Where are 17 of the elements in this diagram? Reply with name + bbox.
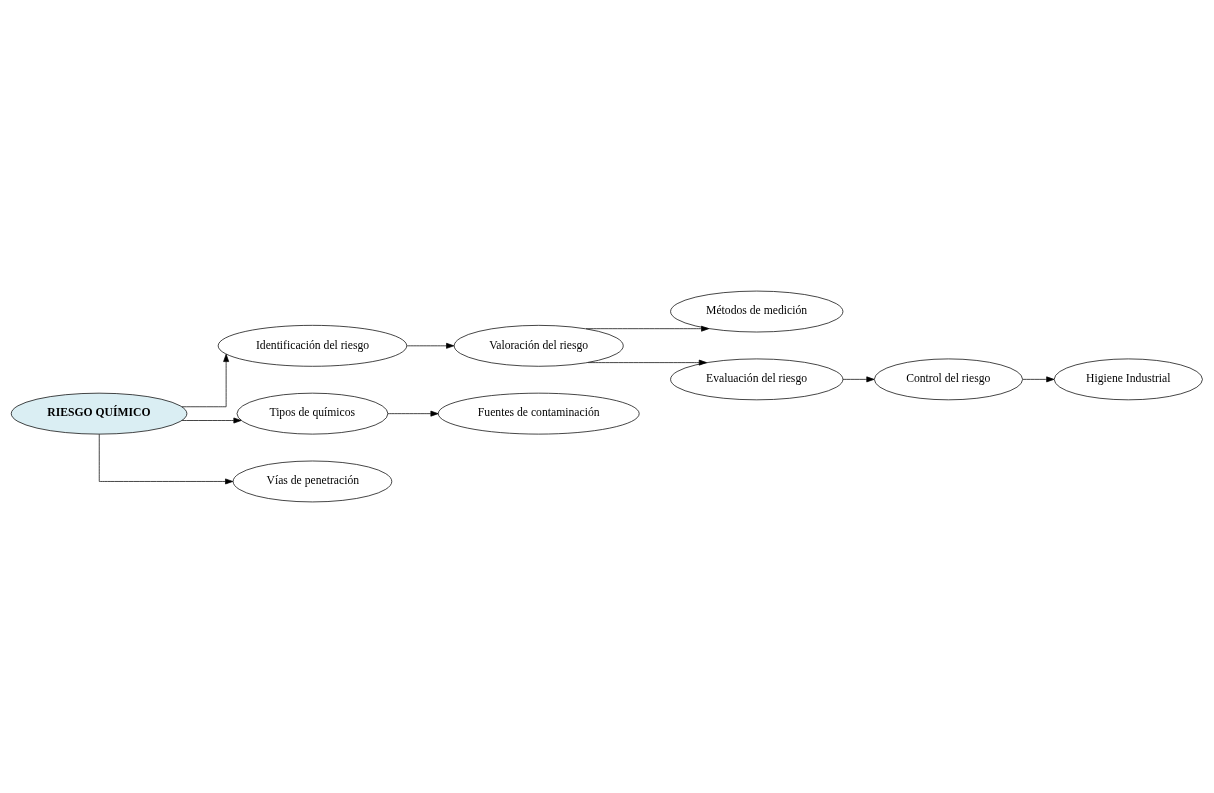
- arrow: [842, 376, 875, 383]
- node-ellipse: Vías de penetración: [232, 460, 393, 503]
- node-ellipse: Control del riesgo: [874, 358, 1023, 401]
- arrow: [406, 342, 455, 349]
- node-ellipse: RIESGO QUÍMICO: [10, 392, 188, 435]
- arrow: [181, 353, 230, 408]
- node-ellipse: Identificación del riesgo: [217, 325, 408, 367]
- node-ellipse: Higiene Industrial: [1053, 358, 1203, 401]
- node-ellipse: Valoración del riesgo: [453, 325, 624, 367]
- arrow: [387, 410, 439, 417]
- node-ellipse: Tipos de químicos: [236, 392, 389, 435]
- arrow: [1022, 376, 1055, 383]
- node-ellipse: Fuentes de contaminación: [437, 392, 640, 435]
- arrow: [98, 434, 234, 485]
- arrow: [585, 325, 710, 332]
- arrow: [181, 417, 242, 424]
- arrow: [587, 359, 707, 366]
